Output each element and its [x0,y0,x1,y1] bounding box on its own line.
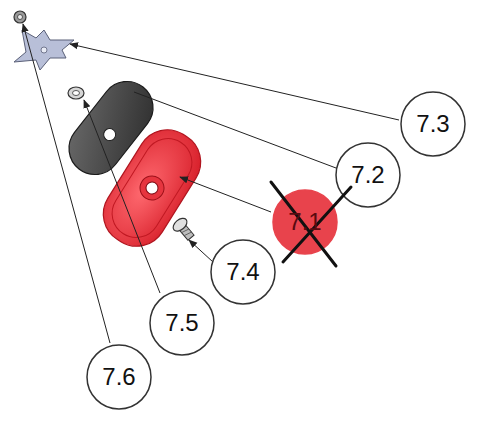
callout-circle: 7.4 [210,239,276,305]
callout-circle: 7.5 [149,290,215,356]
crossed-callout-circle: 7.1 [272,189,338,255]
callout-circle: 7.6 [86,344,152,410]
red-plate [92,118,212,257]
spring-clip [14,30,74,70]
callout-circle: 7.2 [335,142,401,208]
callout-number: 7.3 [416,112,449,136]
nut [14,11,26,23]
cross-mark [271,182,351,266]
washer [68,87,84,99]
callout-number: 7.6 [102,365,135,389]
leader-lines [23,24,399,343]
callout-circle: 7.3 [400,91,466,157]
callout-number: 7.2 [351,163,384,187]
callout-number: 7.4 [226,260,259,284]
screw [171,216,197,243]
callout-number: 7.1 [288,210,321,234]
callout-number: 7.5 [165,311,198,335]
